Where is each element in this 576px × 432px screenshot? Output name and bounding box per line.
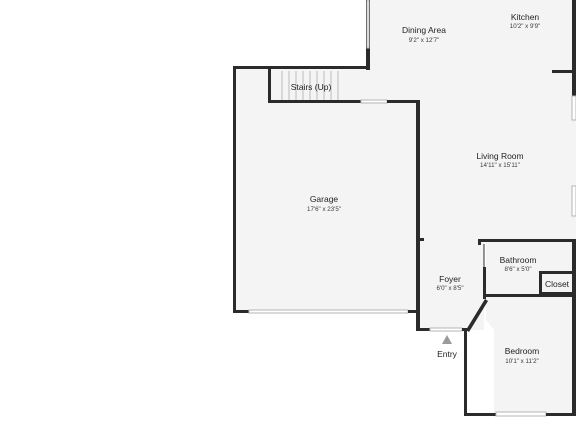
living-window-upper [571, 95, 576, 121]
foyer-dims: 6'0" x 8'5" [436, 285, 463, 292]
bathroom-floor [486, 243, 576, 296]
entry-door [429, 327, 463, 332]
kitchen-name: Kitchen [511, 12, 540, 22]
kitchen-dims: 10'2" x 9'9" [510, 23, 541, 30]
stair-treads [281, 71, 339, 100]
kitchen-counter-wall [552, 70, 576, 73]
lower-walls [416, 238, 576, 417]
closet-frame-left [539, 271, 542, 297]
bedroom-dims: 10'1" x 11'2" [505, 358, 538, 365]
living-dims: 14'11" x 15'11" [480, 162, 520, 169]
garage-right-wall [416, 100, 420, 331]
living-window-lower [571, 185, 576, 217]
floors [236, 0, 576, 414]
upper-walls [366, 0, 576, 217]
living-floor [418, 95, 576, 243]
foyer-floor [420, 240, 484, 330]
bathroom-name: Bathroom [500, 255, 537, 265]
bedroom-window [495, 411, 547, 417]
garage-step-wall [366, 64, 370, 70]
closet-frame-bottom [542, 292, 572, 295]
bathroom-bottom-wall [483, 294, 576, 297]
living-door-stub [420, 238, 424, 241]
bedroom-name: Bedroom [505, 346, 540, 356]
foyer-bottom-left [416, 328, 430, 331]
dining-dims: 9'2" x 12'7" [409, 37, 440, 44]
stairs-left-wall [268, 68, 271, 103]
entry-arrow-icon [442, 335, 452, 344]
bathroom-left-wall [478, 239, 481, 245]
closet-frame-top [539, 271, 576, 274]
bathroom-left-lower-wall [483, 267, 486, 299]
stairs-right-wall-segment [387, 100, 420, 103]
garage-dims: 17'6" x 23'5" [307, 206, 341, 213]
bedroom-left-wall [464, 330, 467, 416]
garage-bottom-wall-left [233, 310, 249, 313]
bedroom-angled-wall [466, 299, 488, 332]
closet-name: Closet [545, 279, 570, 289]
stairs-label: Stairs (Up) [291, 82, 332, 92]
bathroom-dims: 8'6" x 5'0" [504, 266, 531, 273]
foyer-name: Foyer [439, 274, 461, 284]
bedroom-bottom-right [546, 413, 576, 416]
kitchen-right-wall [572, 0, 576, 96]
entry-label: Entry [437, 349, 458, 359]
garage-name: Garage [310, 194, 339, 204]
east-wall-lower [572, 239, 576, 415]
garage-walls [233, 64, 420, 331]
stairs-opening [360, 99, 388, 104]
living-name: Living Room [476, 151, 523, 161]
garage-left-wall [233, 66, 236, 313]
garage-floor [236, 68, 418, 311]
dining-window [366, 0, 370, 49]
foyer-bottom-right [462, 328, 468, 331]
stairs: Stairs (Up) [268, 68, 420, 104]
bathroom-top-wall [478, 239, 576, 242]
garage-bottom-wall-right [408, 310, 420, 313]
stairs-bottom-wall [268, 100, 361, 103]
bedroom-bottom-left [464, 413, 496, 416]
garage-door [248, 309, 409, 314]
garage-top-wall [233, 66, 370, 69]
bedroom-floor [486, 296, 576, 414]
dining-name: Dining Area [402, 25, 446, 35]
